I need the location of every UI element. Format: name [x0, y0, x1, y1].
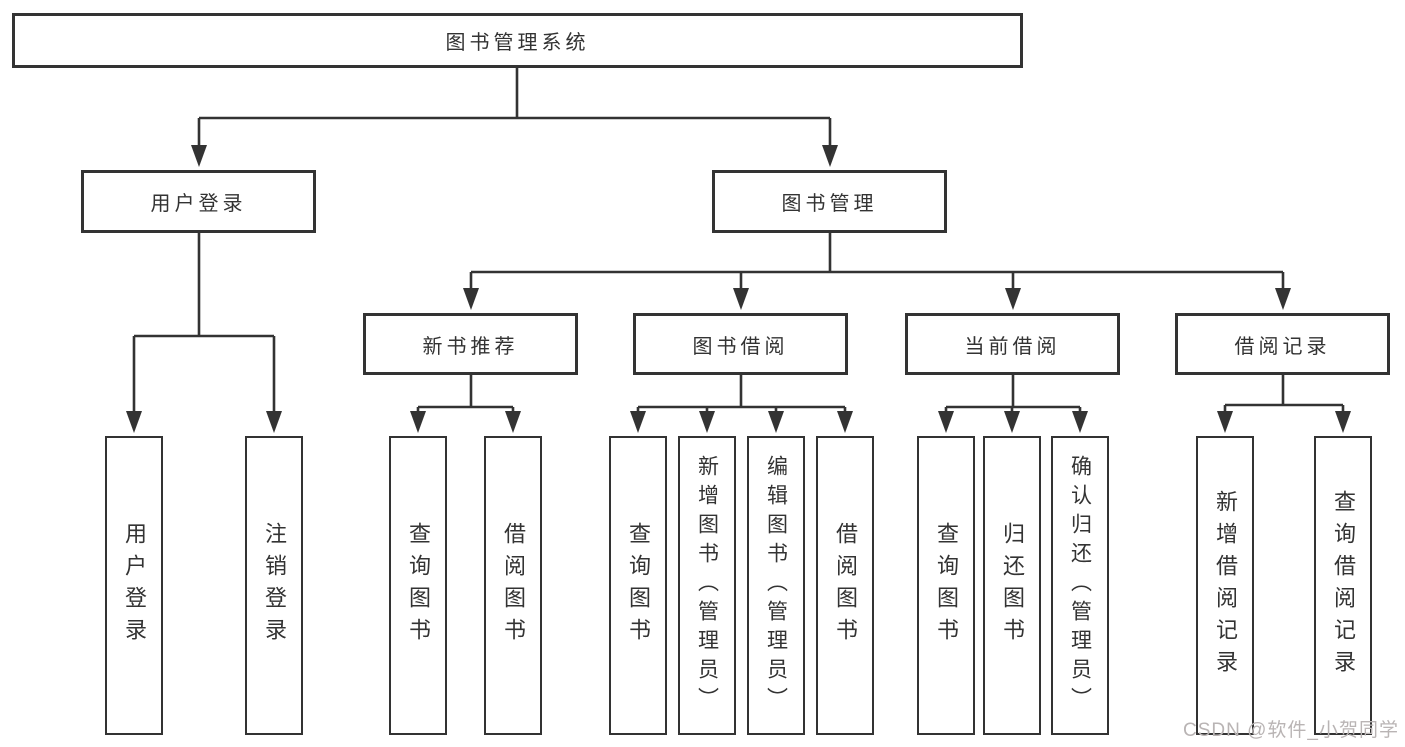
- node-label-root: 图书管理系统: [445, 32, 590, 54]
- node-label-current-borrowing: 当前借阅: [964, 335, 1061, 358]
- arrowhead-book-borrow: [733, 288, 749, 310]
- arrowhead-rec-add: [1217, 411, 1233, 433]
- arrowhead-nb-borrow: [505, 411, 521, 433]
- arrowhead-cb-return: [1004, 411, 1020, 433]
- arrowhead-borrow-records: [1275, 288, 1291, 310]
- arrowhead-new-books: [463, 288, 479, 310]
- node-book-management: 图书管理: [712, 170, 947, 233]
- node-cb-return-books: 归还图书: [983, 436, 1041, 735]
- arrowhead-login: [126, 411, 142, 433]
- node-cb-query-books: 查询图书: [917, 436, 975, 735]
- node-label-cb-confirm-return-admin: 确认归还（管理员）: [1068, 455, 1092, 716]
- node-label-bb-query-books: 查询图书: [626, 521, 651, 650]
- connector-borrowing-to-children: [636, 375, 847, 418]
- node-borrowing-records: 借阅记录: [1175, 313, 1390, 375]
- arrowhead-cb-query: [938, 411, 954, 433]
- connector-records-to-children: [1223, 375, 1345, 418]
- node-label-cb-return-books: 归还图书: [1000, 521, 1025, 650]
- node-bb-query-books: 查询图书: [609, 436, 667, 735]
- node-nb-borrow-books: 借阅图书: [484, 436, 542, 735]
- node-label-bb-borrow-books: 借阅图书: [833, 521, 858, 650]
- node-label-user-login: 用户登录: [122, 521, 147, 650]
- node-logout: 注销登录: [245, 436, 303, 735]
- node-bb-borrow-books: 借阅图书: [816, 436, 874, 735]
- connector-bookmgmt-to-level3: [469, 233, 1285, 293]
- node-new-book-recommendation: 新书推荐: [363, 313, 578, 375]
- connector-userlogin-to-children: [132, 233, 276, 416]
- arrowhead-bb-edit: [768, 411, 784, 433]
- connector-current-to-children: [944, 375, 1082, 418]
- arrowhead-nb-query: [410, 411, 426, 433]
- node-label-rec-add-borrow-record: 新增借阅记录: [1213, 489, 1238, 682]
- arrowhead-user-login: [191, 145, 207, 167]
- node-book-borrowing: 图书借阅: [633, 313, 848, 375]
- node-nb-query-books: 查询图书: [389, 436, 447, 735]
- node-label-logout: 注销登录: [262, 521, 287, 650]
- arrowhead-rec-query: [1335, 411, 1351, 433]
- node-current-borrowing: 当前借阅: [905, 313, 1120, 375]
- node-label-borrowing-records: 借阅记录: [1234, 335, 1331, 358]
- node-label-cb-query-books: 查询图书: [934, 521, 959, 650]
- arrowhead-book-management: [822, 145, 838, 167]
- node-label-rec-query-borrow-record: 查询借阅记录: [1331, 489, 1356, 682]
- node-label-book-management: 图书管理: [781, 193, 878, 215]
- arrowhead-bb-query: [630, 411, 646, 433]
- arrowhead-logout: [266, 411, 282, 433]
- node-rec-query-borrow-record: 查询借阅记录: [1314, 436, 1372, 735]
- node-bb-edit-books-admin: 编辑图书（管理员）: [747, 436, 805, 735]
- node-label-nb-query-books: 查询图书: [406, 521, 431, 650]
- node-bb-add-books-admin: 新增图书（管理员）: [678, 436, 736, 735]
- node-label-book-borrowing: 图书借阅: [692, 335, 789, 358]
- csdn-watermark: CSDN @软件_小贺同学: [1183, 720, 1399, 741]
- arrowhead-current-borrow: [1005, 288, 1021, 310]
- node-label-nb-borrow-books: 借阅图书: [501, 521, 526, 650]
- node-label-bb-add-books-admin: 新增图书（管理员）: [695, 455, 719, 716]
- connector-newbooks-to-children: [416, 375, 515, 418]
- node-rec-add-borrow-record: 新增借阅记录: [1196, 436, 1254, 735]
- arrowhead-bb-add: [699, 411, 715, 433]
- node-library-management-system: 图书管理系统: [12, 13, 1023, 68]
- connector-root-to-level2: [197, 68, 832, 150]
- node-user-login: 用户登录: [105, 436, 163, 735]
- arrowhead-bb-borrow: [837, 411, 853, 433]
- node-label-bb-edit-books-admin: 编辑图书（管理员）: [764, 455, 788, 716]
- node-user-login-group: 用户登录: [81, 170, 316, 233]
- arrowhead-cb-confirm: [1072, 411, 1088, 433]
- node-cb-confirm-return-admin: 确认归还（管理员）: [1051, 436, 1109, 735]
- node-label-user-login-group: 用户登录: [150, 193, 247, 215]
- node-label-new-book-recommendation: 新书推荐: [422, 335, 519, 358]
